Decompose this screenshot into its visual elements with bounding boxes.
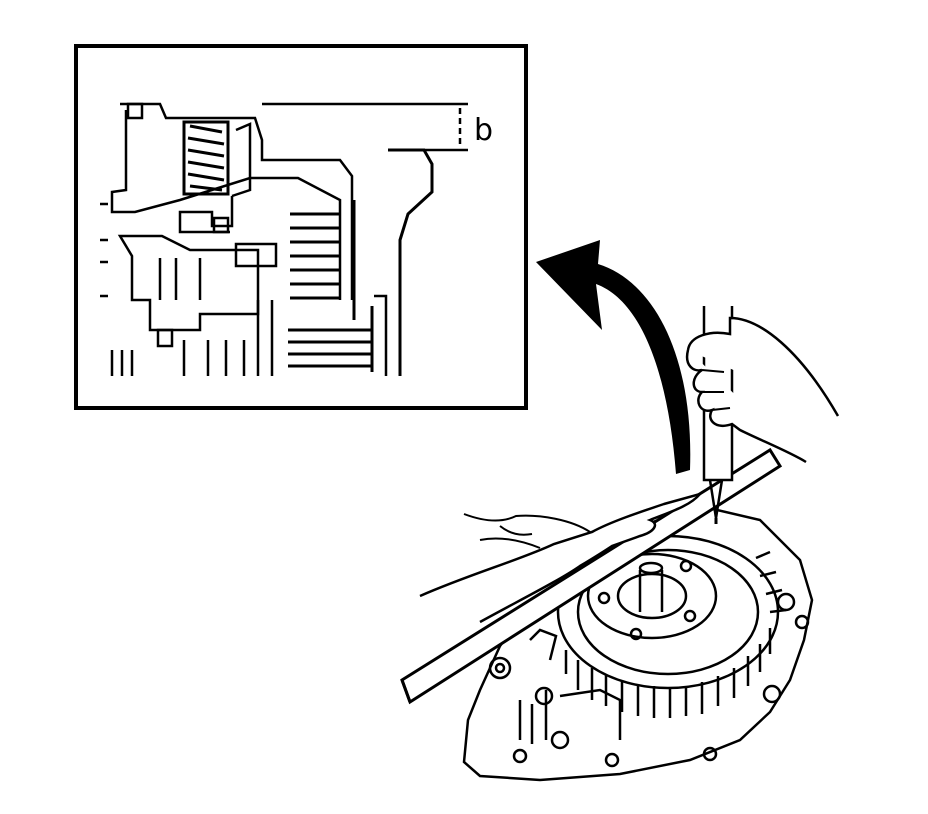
right-hand <box>685 316 840 464</box>
cross-section-drawing <box>100 102 468 376</box>
dimension-label-b: b <box>474 113 493 148</box>
clutch-plates <box>288 200 374 372</box>
main-illustration <box>400 306 840 782</box>
inset-detail-view: b <box>74 44 528 410</box>
return-spring <box>182 120 230 196</box>
left-hand <box>419 491 704 624</box>
pointer-arrow <box>536 240 691 474</box>
drum-hub <box>586 552 718 641</box>
